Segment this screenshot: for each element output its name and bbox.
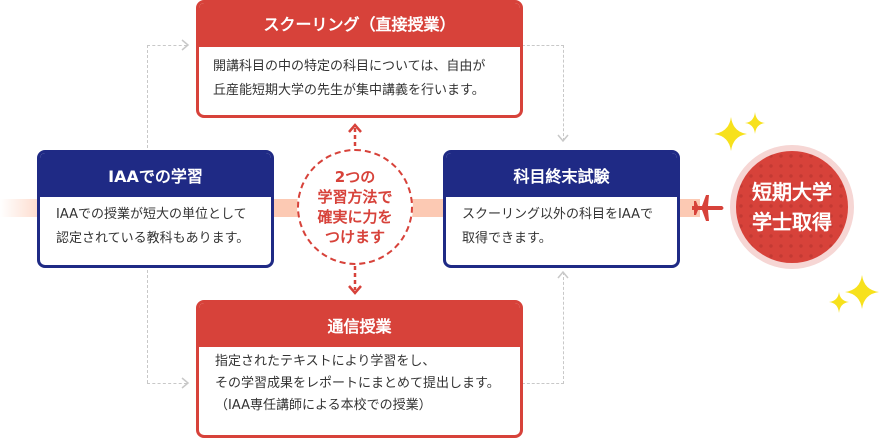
- goal-line: 学士取得: [752, 210, 832, 234]
- schooling-title: スクーリング（直接授業）: [199, 3, 520, 47]
- exam-body-line: 取得できます。: [462, 231, 552, 246]
- goal-line: 短期大学: [752, 180, 832, 204]
- center-message: 2つの 学習方法で 確実に力を つけます: [297, 149, 413, 265]
- center-line: つけます: [324, 228, 385, 246]
- correspondence-body-line: その学習成果をレポートにまとめて提出します。: [215, 376, 500, 391]
- exam-title: 科目終末試験: [446, 153, 677, 197]
- schooling-body-line: 丘産能短期大学の先生が集中講義を行います。: [213, 83, 485, 98]
- exam-body-line: スクーリング以外の科目をIAAで: [462, 207, 653, 222]
- connector-left-top: [147, 45, 187, 46]
- exam-box: 科目終末試験 スクーリング以外の科目をIAAで 取得できます。: [443, 150, 680, 268]
- connector-right-bottom: [522, 272, 564, 384]
- correspondence-box: 通信授業 指定されたテキストにより学習をし、 その学習成果をレポートにまとめて提…: [196, 300, 523, 438]
- correspondence-body-line: （IAA専任講師による本校での授業）: [215, 398, 432, 413]
- iaa-box: IAAでの学習 IAAでの授業が短大の単位として 認定されている教科もあります。: [37, 150, 274, 268]
- correspondence-body-line: 指定されたテキストにより学習をし、: [215, 354, 436, 369]
- connector-left-bottom: [147, 383, 187, 384]
- center-line: 2つの: [334, 168, 376, 186]
- iaa-title: IAAでの学習: [40, 153, 271, 197]
- center-line: 学習方法で: [317, 188, 393, 206]
- airplane-icon: [692, 195, 724, 221]
- iaa-body-line: 認定されている教科もあります。: [56, 231, 250, 246]
- center-line: 確実に力を: [317, 208, 393, 226]
- connector-right-top: [522, 45, 564, 141]
- schooling-body-line: 開講科目の中の特定の科目については、自由が: [213, 59, 486, 74]
- correspondence-title: 通信授業: [199, 303, 520, 347]
- iaa-body-line: IAAでの授業が短大の単位として: [56, 207, 247, 222]
- schooling-box: スクーリング（直接授業） 開講科目の中の特定の科目については、自由が 丘産能短期…: [196, 0, 523, 118]
- goal-circle: 短期大学 学士取得: [730, 145, 854, 269]
